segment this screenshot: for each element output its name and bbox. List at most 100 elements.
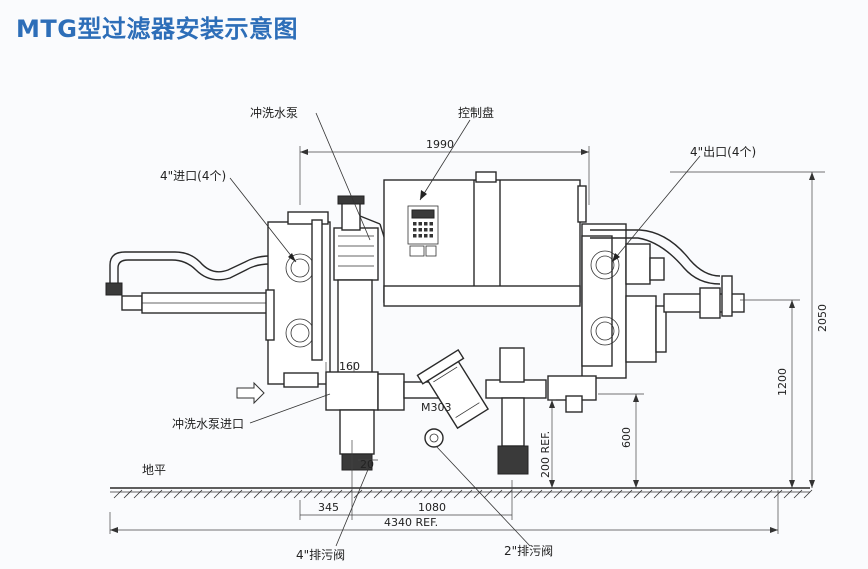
label-outlet: 4"出口(4个): [690, 145, 756, 159]
ground-hatch-mark: [473, 489, 483, 499]
ground-hatch-mark: [383, 489, 393, 499]
ground-hatch-mark: [183, 489, 193, 499]
ground-hatch-mark: [313, 489, 323, 499]
ground-hatch-mark: [583, 489, 593, 499]
ground-hatch-mark: [643, 489, 653, 499]
ground-hatch-mark: [783, 489, 793, 499]
panel-key: [418, 222, 422, 226]
ground-hatch-mark: [563, 489, 573, 499]
leader-lines: [229, 112, 701, 547]
ground-hatch-mark: [603, 489, 613, 499]
ground-hatch-mark: [533, 489, 543, 499]
ground-hatch-mark: [543, 489, 553, 499]
ground-hatch-mark: [303, 489, 313, 499]
inlet-arrow-icon: [236, 381, 265, 405]
ground-hatch-mark: [733, 489, 743, 499]
ground-hatch-mark: [623, 489, 633, 499]
label-ground: 地平: [142, 463, 166, 477]
panel-key: [429, 234, 433, 238]
ground-hatch-mark: [723, 489, 733, 499]
ground-hatch-mark: [203, 489, 213, 499]
ground-hatch-mark: [143, 489, 153, 499]
ground-hatch-mark: [373, 489, 383, 499]
ground-hatch-mark: [673, 489, 683, 499]
ground-hatch-mark: [553, 489, 563, 499]
dim-345: 345: [318, 501, 339, 514]
flush-pipe-left: [105, 251, 271, 314]
ground-hatch-mark: [523, 489, 533, 499]
ground-hatch-mark: [763, 489, 773, 499]
ground-hatch-mark: [123, 489, 133, 499]
ground-hatch-mark: [403, 489, 413, 499]
panel-key: [413, 234, 417, 238]
label-flush-pump: 冲洗水泵: [250, 105, 298, 120]
ground-hatch-mark: [413, 489, 423, 499]
ground-hatch-mark: [333, 489, 343, 499]
panel-key: [429, 228, 433, 232]
dim-600: 600: [620, 427, 633, 448]
ground-hatch-mark: [173, 489, 183, 499]
ground-hatch-mark: [153, 489, 163, 499]
panel-key: [413, 228, 417, 232]
dim-2050: 2050: [816, 304, 829, 332]
ground-hatch-mark: [343, 489, 353, 499]
ground-hatch-mark: [213, 489, 223, 499]
ground-hatch-mark: [423, 489, 433, 499]
ground-hatch-mark: [593, 489, 603, 499]
ground-hatch-mark: [713, 489, 723, 499]
label-drain-4: 4"排污阀: [296, 548, 345, 562]
central-pipework: [377, 347, 597, 475]
ground-hatch-mark: [613, 489, 623, 499]
ground-hatch-mark: [293, 489, 303, 499]
ground-hatch-mark: [233, 489, 243, 499]
dim-20: 20: [360, 458, 374, 471]
ground-line: [110, 487, 813, 499]
label-control-panel: 控制盘: [458, 105, 494, 120]
ground-hatch-mark: [743, 489, 753, 499]
ground-hatch-mark: [253, 489, 263, 499]
flush-pump: [325, 195, 386, 471]
ground-hatch-mark: [793, 489, 803, 499]
ground-hatch-mark: [573, 489, 583, 499]
ground-hatch-mark: [683, 489, 693, 499]
ground-hatch-mark: [803, 489, 813, 499]
ground-hatch-mark: [513, 489, 523, 499]
dim-160: 160: [339, 360, 360, 373]
dim-1080: 1080: [418, 501, 446, 514]
filter-vessel-right: [581, 223, 667, 379]
label-inlet: 4"进口(4个): [160, 169, 226, 183]
panel-key: [424, 228, 428, 232]
ground-hatch-mark: [443, 489, 453, 499]
dim-4340-ref: 4340 REF.: [384, 516, 438, 529]
ground-hatch-mark: [363, 489, 373, 499]
ground-hatch-mark: [113, 489, 123, 499]
ground-hatch-mark: [463, 489, 473, 499]
panel-key: [418, 234, 422, 238]
ground-hatch-mark: [753, 489, 763, 499]
dimension-lines: [109, 146, 825, 534]
dim-1200: 1200: [776, 368, 789, 396]
ground-hatch-mark: [663, 489, 673, 499]
label-motor: M303: [421, 401, 452, 414]
ground-hatch-mark: [323, 489, 333, 499]
panel-key: [413, 222, 417, 226]
panel-key: [424, 222, 428, 226]
panel-key: [429, 222, 433, 226]
ground-hatch-mark: [273, 489, 283, 499]
panel-key: [418, 228, 422, 232]
ground-hatch-mark: [503, 489, 513, 499]
ground-hatch-mark: [493, 489, 503, 499]
ground-hatch-mark: [223, 489, 233, 499]
ground-hatch-mark: [193, 489, 203, 499]
dim-200-ref: 200 REF.: [539, 431, 552, 478]
label-flush-pump-inlet: 冲洗水泵进口: [172, 416, 244, 431]
ground-hatch-mark: [163, 489, 173, 499]
ground-hatch-mark: [653, 489, 663, 499]
ground-hatch-mark: [633, 489, 643, 499]
ground-hatch-mark: [433, 489, 443, 499]
ground-hatch-mark: [483, 489, 493, 499]
ground-hatch-mark: [263, 489, 273, 499]
ground-hatch-mark: [693, 489, 703, 499]
m303-valve: [416, 348, 490, 448]
